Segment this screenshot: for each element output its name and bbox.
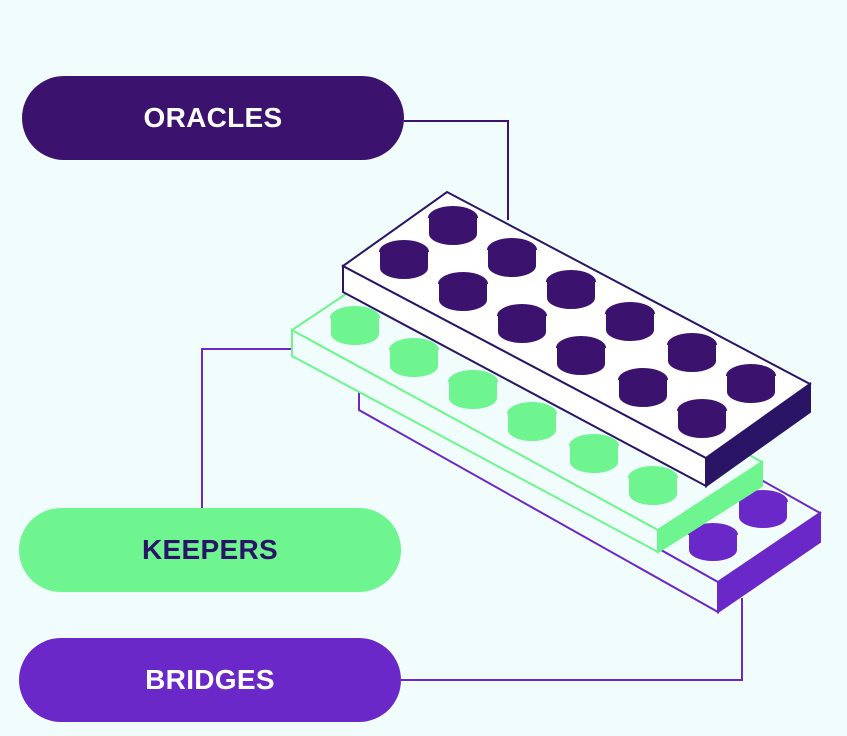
oracles-stud: [379, 240, 429, 280]
oracles-stud: [497, 304, 547, 344]
bridges-label: BRIDGES: [145, 664, 275, 695]
bridges-label-pill: BRIDGES: [19, 638, 401, 722]
keepers-stud: [389, 338, 439, 378]
bridges-stud: [687, 523, 739, 563]
bridges-connector: [401, 598, 743, 681]
oracles-stud: [438, 272, 488, 312]
oracles-stud: [428, 206, 478, 246]
oracles-stud: [556, 336, 606, 376]
oracles-stud: [546, 270, 596, 310]
oracles-stud: [605, 302, 655, 342]
keepers-stud: [569, 434, 619, 474]
bridges-stud: [737, 490, 789, 530]
oracles-label: ORACLES: [143, 102, 283, 133]
oracles-stud: [487, 238, 537, 278]
oracles-stud: [618, 368, 668, 408]
keepers-stud: [448, 370, 498, 410]
keepers-label-pill: KEEPERS: [19, 508, 401, 592]
oracles-stud: [677, 399, 727, 439]
oracles-brick: [341, 190, 812, 488]
oracles-stud: [667, 333, 717, 373]
keepers-stud: [628, 466, 678, 506]
oracles-label-pill: ORACLES: [22, 76, 404, 160]
keepers-stud: [330, 306, 380, 346]
keepers-connector: [201, 348, 292, 508]
connectors: [201, 120, 743, 681]
keepers-stud: [507, 402, 557, 442]
oracles-connector: [404, 120, 509, 220]
keepers-label: KEEPERS: [142, 534, 278, 565]
oracles-stud: [726, 364, 776, 404]
